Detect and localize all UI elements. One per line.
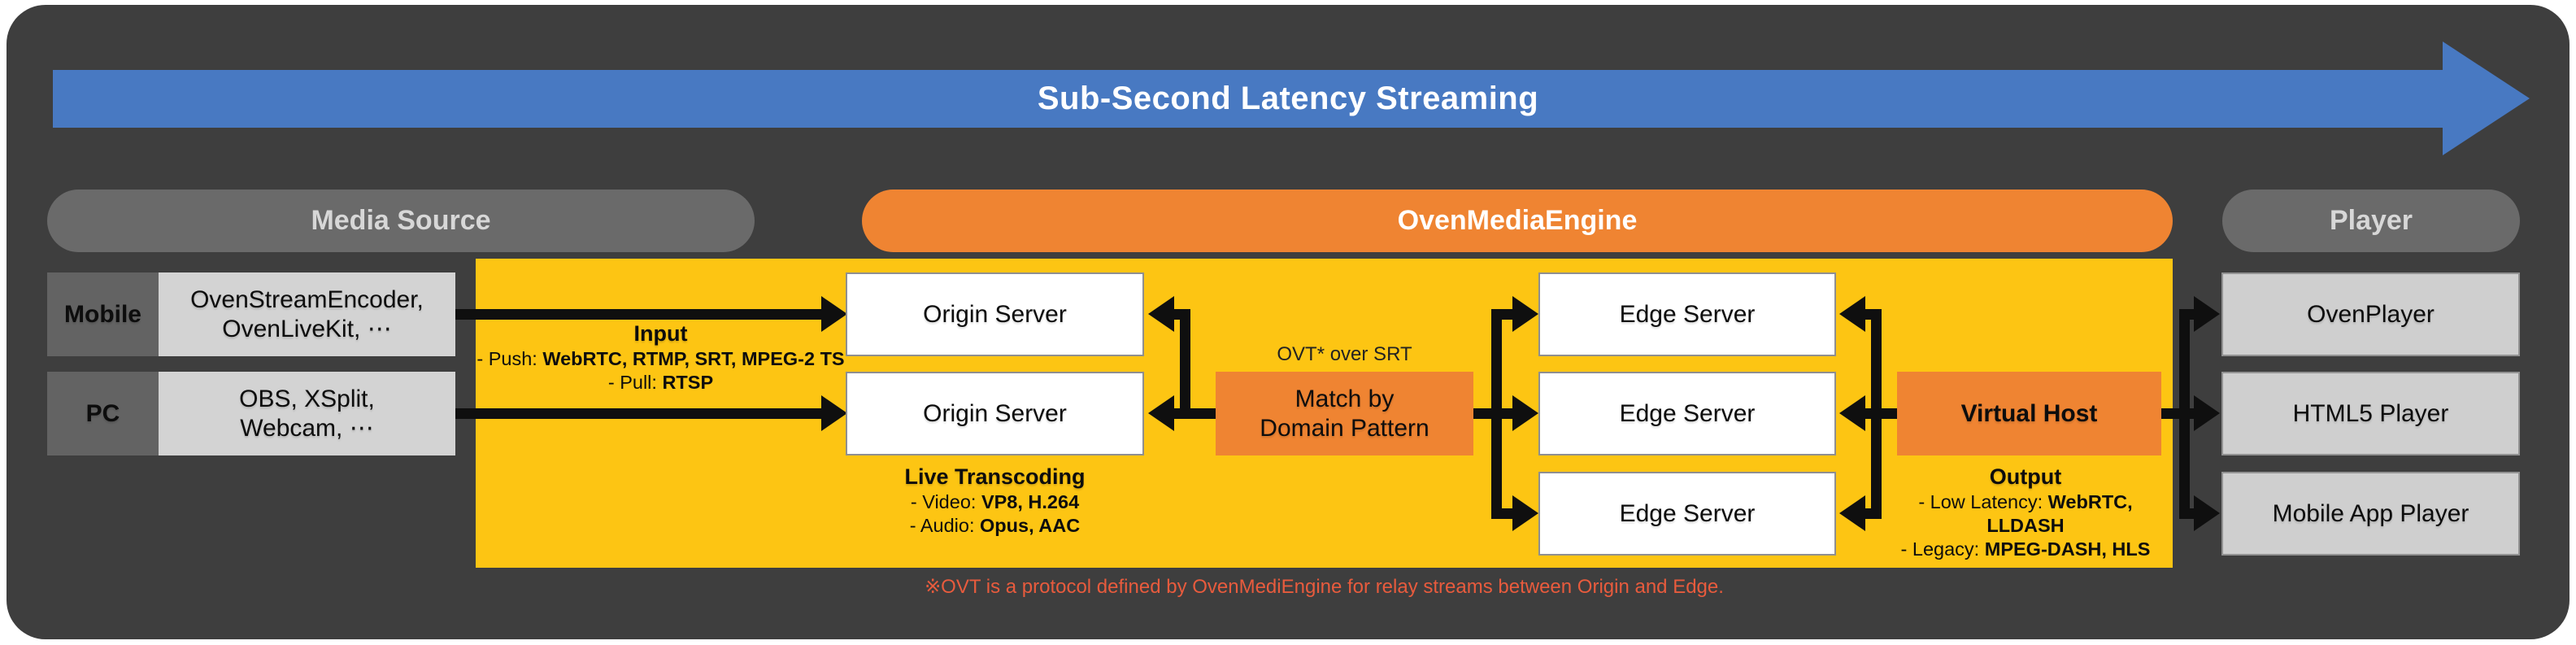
connector-player3-stub (2184, 508, 2194, 519)
pc-apps-line1: OBS, XSplit, (239, 385, 375, 412)
media-source-type-mobile: Mobile (47, 272, 159, 356)
input-push-label: - Push: (476, 348, 543, 369)
section-label-ovenmediaengine: OvenMediaEngine (1397, 205, 1638, 236)
output-block: Output - Low Latency: WebRTC, LLDASH - L… (1878, 464, 2173, 561)
output-legacy-value: MPEG-DASH, HLS (1984, 538, 2151, 560)
transcoding-audio-line: - Audio: Opus, AAC (846, 514, 1144, 538)
output-legacy-line: - Legacy: MPEG-DASH, HLS (1878, 538, 2173, 561)
live-transcoding-block: Live Transcoding - Video: VP8, H.264 - A… (846, 464, 1144, 538)
input-pull-label: - Pull: (607, 372, 663, 393)
edge-server-1-label: Edge Server (1619, 300, 1756, 328)
transcoding-video-line: - Video: VP8, H.264 (846, 490, 1144, 514)
section-label-player: Player (2329, 205, 2413, 236)
connector-origin-bracket (1180, 309, 1190, 419)
pc-label: PC (85, 399, 120, 427)
origin-server-2-label: Origin Server (923, 399, 1067, 427)
edge-server-1: Edge Server (1538, 272, 1836, 356)
arrow-pc-to-origin2 (455, 408, 821, 419)
connector-player1-stub (2184, 309, 2194, 320)
transcoding-video-label: - Video: (910, 491, 981, 512)
arrowhead-vhost-to-edge1-icon (1839, 296, 1865, 332)
player-box-mobile-app: Mobile App Player (2221, 472, 2520, 556)
connector-vhost-edge3-stub (1865, 508, 1882, 519)
mobile-apps-line2: OvenLiveKit, ⋯ (222, 315, 392, 342)
output-lowlatency-line: - Low Latency: WebRTC, LLDASH (1878, 490, 2173, 538)
banner-arrow-body (53, 70, 2443, 128)
output-legacy-label: - Legacy: (1900, 538, 1985, 560)
input-pull-line: - Pull: RTSP (476, 371, 846, 394)
connector-edge3-stub (1502, 508, 1512, 519)
player-box-ovenplayer: OvenPlayer (2221, 272, 2520, 356)
arrowhead-to-edge2-icon (1512, 395, 1538, 431)
input-block: Input - Push: WebRTC, RTMP, SRT, MPEG-2 … (476, 320, 846, 394)
transcoding-audio-value: Opus, AAC (980, 515, 1081, 536)
arrowhead-to-origin1-icon (1148, 296, 1174, 332)
output-title: Output (1989, 464, 2062, 489)
player-ovenplayer-label: OvenPlayer (2307, 300, 2435, 328)
input-push-line: - Push: WebRTC, RTMP, SRT, MPEG-2 TS (476, 347, 846, 371)
arrowhead-pc-to-origin2-icon (821, 395, 847, 431)
media-source-type-pc: PC (47, 372, 159, 455)
arrowhead-to-origin2-icon (1148, 395, 1174, 431)
pc-apps-text: OBS, XSplit, Webcam, ⋯ (239, 385, 375, 443)
edge-server-3: Edge Server (1538, 472, 1836, 556)
input-pull-value: RTSP (662, 372, 714, 393)
origin-server-1: Origin Server (846, 272, 1144, 356)
live-transcoding-title: Live Transcoding (904, 464, 1086, 489)
player-box-html5: HTML5 Player (2221, 372, 2520, 455)
input-title: Input (633, 321, 688, 346)
mobile-apps-text: OvenStreamEncoder, OvenLiveKit, ⋯ (190, 285, 424, 344)
connector-player-bracket (2179, 309, 2190, 519)
media-source-box-mobile: OvenStreamEncoder, OvenLiveKit, ⋯ (159, 272, 455, 356)
output-lowlatency-label: - Low Latency: (1918, 491, 2048, 512)
match-by-domain-pattern-box: Match by Domain Pattern (1216, 372, 1473, 455)
media-source-box-pc: OBS, XSplit, Webcam, ⋯ (159, 372, 455, 455)
ovt-over-srt-note: OVT* over SRT (1277, 343, 1412, 365)
section-pill-player: Player (2222, 190, 2520, 252)
input-push-value: WebRTC, RTMP, SRT, MPEG-2 TS (542, 348, 845, 369)
edge-server-2-label: Edge Server (1619, 399, 1756, 427)
origin-server-1-label: Origin Server (923, 300, 1067, 328)
arrowhead-vhost-to-edge3-icon (1839, 495, 1865, 531)
match-box-line1: Match by (1295, 385, 1395, 412)
section-pill-media-source: Media Source (47, 190, 755, 252)
arrowhead-to-edge1-icon (1512, 296, 1538, 332)
virtual-host-box: Virtual Host (1897, 372, 2161, 455)
connector-vhost-edge1-stub (1865, 309, 1882, 320)
ovt-footnote: ※OVT is a protocol defined by OvenMediEn… (925, 576, 1724, 598)
pc-apps-line2: Webcam, ⋯ (240, 414, 374, 442)
arrowhead-to-player2-icon (2194, 395, 2220, 431)
virtual-host-label: Virtual Host (1960, 399, 2098, 427)
match-box-text: Match by Domain Pattern (1260, 385, 1429, 443)
player-html5-label: HTML5 Player (2292, 399, 2449, 427)
player-mobile-app-label: Mobile App Player (2272, 499, 2469, 527)
edge-server-3-label: Edge Server (1619, 499, 1756, 527)
arrowhead-to-player1-icon (2194, 296, 2220, 332)
origin-server-2: Origin Server (846, 372, 1144, 455)
connector-match-to-edge2 (1473, 408, 1512, 419)
section-label-media-source: Media Source (311, 205, 491, 236)
arrowhead-to-player3-icon (2194, 495, 2220, 531)
arrowhead-mobile-to-origin1-icon (821, 296, 847, 332)
connector-edge1-stub (1502, 309, 1512, 320)
arrow-mobile-to-origin1 (455, 309, 821, 320)
match-box-line2: Domain Pattern (1260, 414, 1429, 442)
output-lowlatency-value: WebRTC, LLDASH (1986, 491, 2133, 536)
arrowhead-to-edge3-icon (1512, 495, 1538, 531)
connector-vhost-to-edge2 (1865, 408, 1897, 419)
arrowhead-vhost-to-edge2-icon (1839, 395, 1865, 431)
mobile-label: Mobile (64, 300, 141, 328)
transcoding-audio-label: - Audio: (909, 515, 981, 536)
section-pill-ovenmediaengine: OvenMediaEngine (862, 190, 2173, 252)
mobile-apps-line1: OvenStreamEncoder, (190, 285, 424, 313)
edge-server-2: Edge Server (1538, 372, 1836, 455)
connector-origin1-stub (1174, 309, 1190, 320)
banner-arrow-head-icon (2443, 41, 2530, 155)
connector-match-to-origin2 (1174, 408, 1216, 419)
transcoding-video-value: VP8, H.264 (981, 491, 1080, 512)
banner-title: Sub-Second Latency Streaming (1037, 81, 1539, 116)
